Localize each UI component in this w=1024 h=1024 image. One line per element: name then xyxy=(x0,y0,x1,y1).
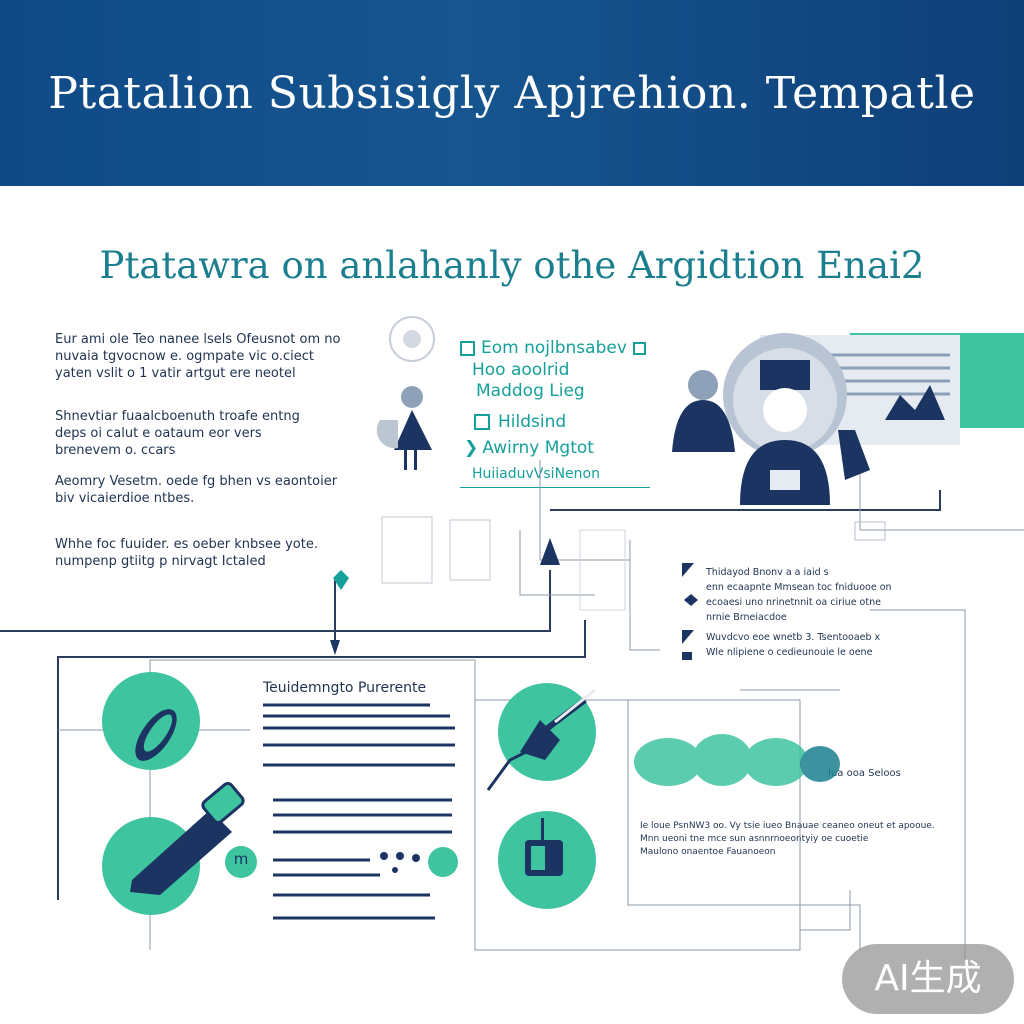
bullet-icon xyxy=(684,594,698,606)
feature-item-label: Awirny Mgtot xyxy=(482,438,594,458)
arrow-down-icon xyxy=(330,640,340,655)
document-icon xyxy=(579,529,626,611)
person-figure-icon xyxy=(376,386,432,470)
checkbox-icon xyxy=(474,414,490,430)
mini-marker-circle xyxy=(225,846,257,878)
feature-list: Eom nojlbnsabev Hoo aoolrid Maddog Lieg … xyxy=(460,335,670,488)
ai-generated-watermark: AI生成 xyxy=(842,944,1014,1014)
section-title: Ptatawra on anlahanly othe Argidtion Ena… xyxy=(99,244,925,287)
feature-item: Hoo aoolrid xyxy=(472,360,570,380)
feature-item: Maddog Lieg xyxy=(476,381,585,401)
document-icon xyxy=(381,516,433,584)
bullet-icon xyxy=(682,563,694,577)
page-title: Ptatalion Subsisigly Apjrehion. Tempatle xyxy=(48,68,976,119)
feature-item-label: Eom nojlbnsabev xyxy=(481,338,627,358)
paragraph-2: Shnevtiar fuaalcboenuth troafe entng dep… xyxy=(55,409,300,458)
checkbox-icon xyxy=(460,340,475,356)
connector-node xyxy=(428,847,458,877)
right-note-1: Thidayod Bnonv a a iaid s enn ecaapnte M… xyxy=(706,567,892,623)
data-cluster xyxy=(634,734,840,786)
document-icon xyxy=(449,519,491,581)
chevron-right-icon: ❯ xyxy=(464,438,479,458)
feature-item: Hildsind xyxy=(460,409,670,435)
badge-circle-icon xyxy=(389,316,435,362)
paragraph-4: Whhe foc fuuider. es oeber knbsee yote. … xyxy=(55,537,318,569)
user-avatar-icon xyxy=(672,333,1024,505)
checkbox-icon xyxy=(632,341,646,355)
text-lines xyxy=(263,703,455,920)
feature-item: HuiiaduvVsiNenon xyxy=(460,461,650,488)
process-title: Teuidemngto Purerente xyxy=(263,680,427,696)
paragraph-1: Eur ami ole Teo nanee lsels Ofeusnot om … xyxy=(55,332,341,381)
feature-item: Eom nojlbnsabev xyxy=(460,335,670,361)
connector-lines xyxy=(0,490,941,900)
diamond-marker-icon xyxy=(333,570,349,590)
arrow-up-icon xyxy=(540,538,560,565)
mini-marker-label: m xyxy=(233,850,249,868)
bullet-icon xyxy=(682,630,694,644)
feature-item: ❯ Awirny Mgtot xyxy=(460,435,670,461)
right-note-2: Wuvdcvo eoe wnetb 3. Tsentooaeb x Wle nl… xyxy=(706,632,881,658)
data-caption: Ie loue PsnNW3 oo. Vy tsie iueo Bnauae c… xyxy=(640,821,935,857)
pen-tool-icon xyxy=(130,810,232,895)
bullet-icon xyxy=(682,652,692,660)
feature-item-label: Hildsind xyxy=(498,412,567,432)
header-banner xyxy=(0,0,1024,186)
paragraph-3: Aeomry Vesetm. oede fg bhen vs eaontoier… xyxy=(55,474,338,506)
document-icon xyxy=(854,521,886,541)
progress-dots xyxy=(380,852,420,873)
